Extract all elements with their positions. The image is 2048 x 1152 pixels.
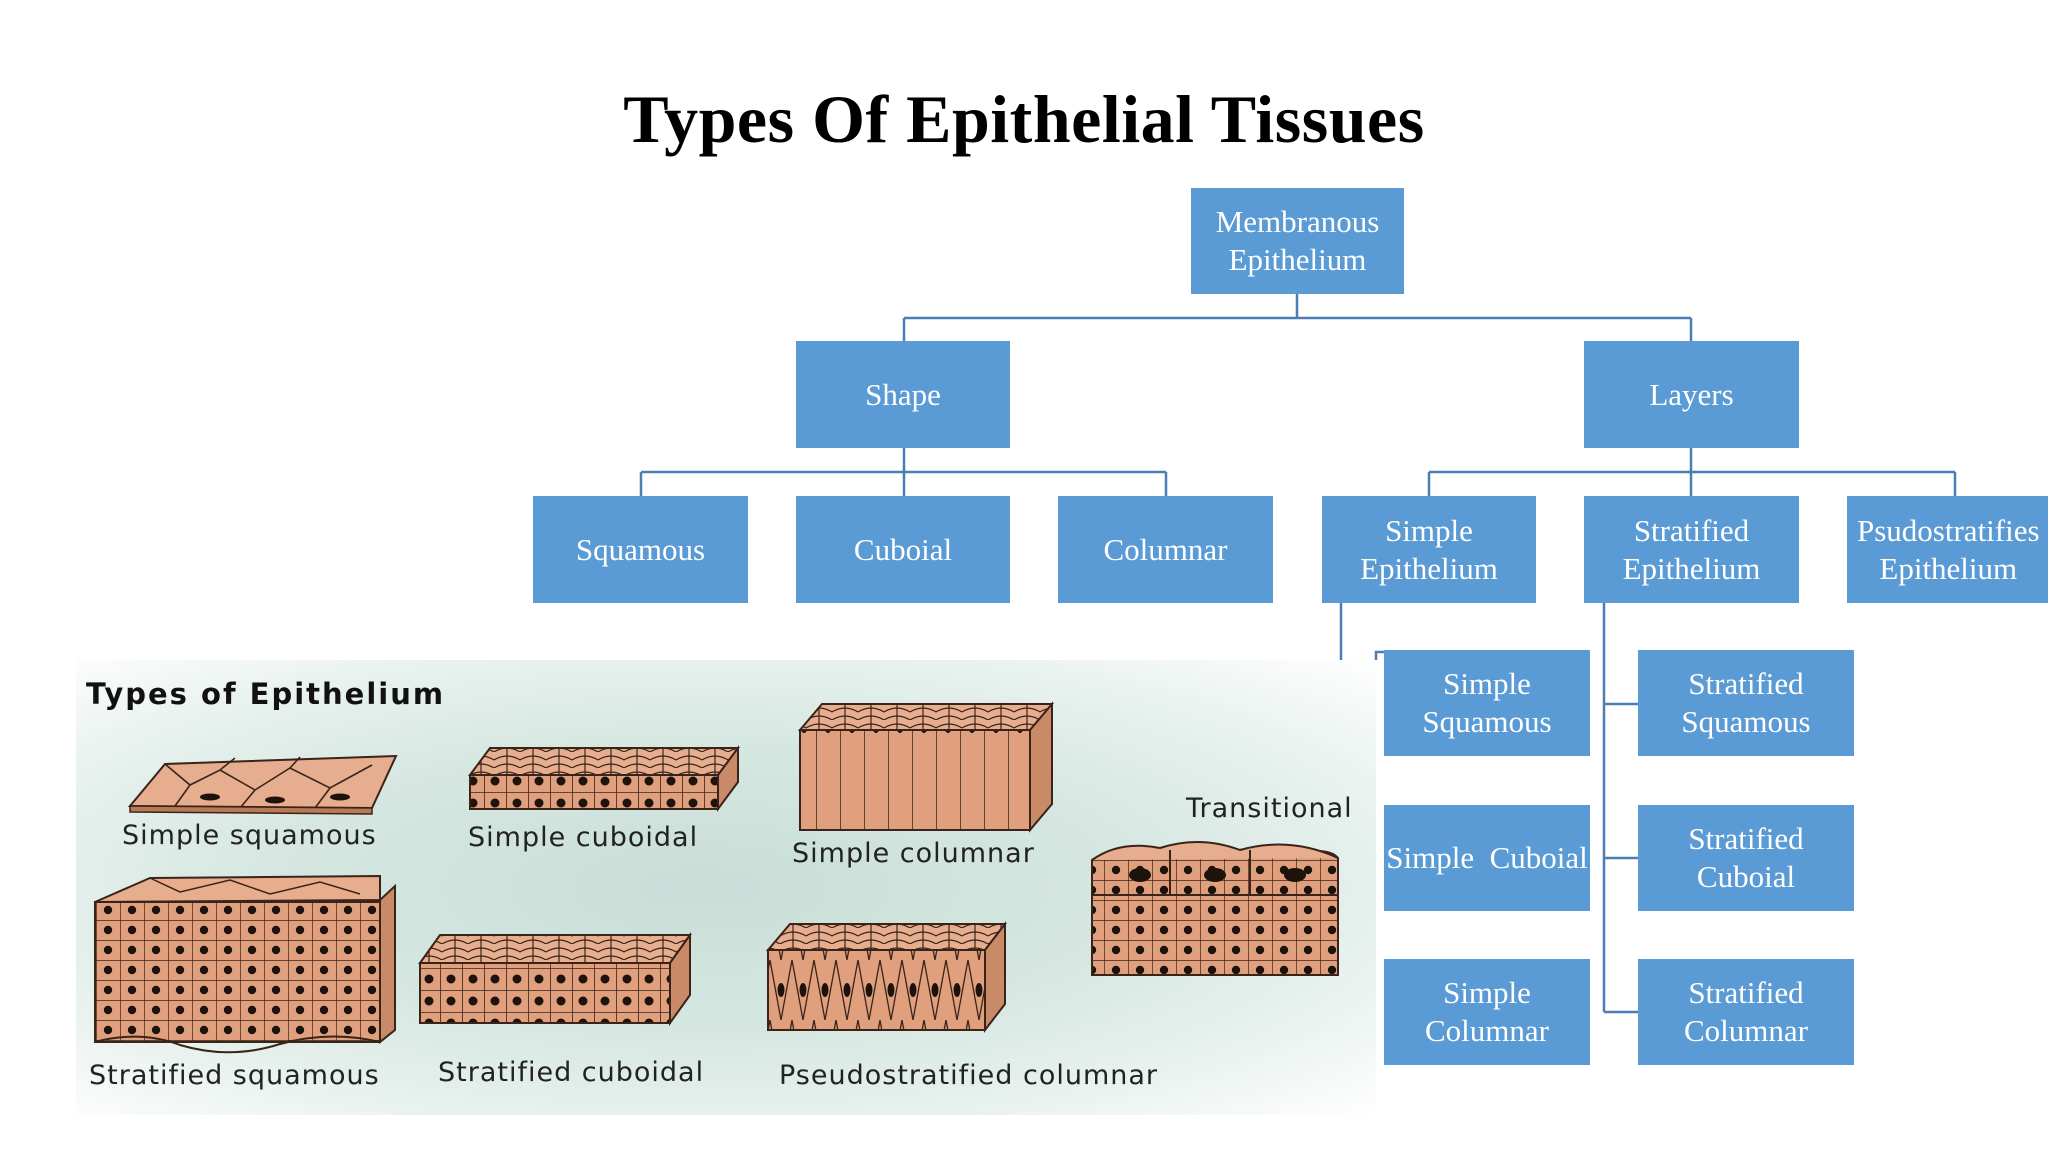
transitional-drawing (1091, 841, 1339, 976)
label-pseudostratified-columnar: Pseudostratified columnar (779, 1060, 1159, 1091)
box-columnar: Columnar (1058, 496, 1273, 603)
box-shape: Shape (796, 341, 1010, 448)
box-stratified-squamous: Stratified Squamous (1638, 650, 1854, 756)
page-title: Types Of Epithelial Tissues (623, 81, 1425, 157)
simple-columnar-drawing (797, 701, 1055, 833)
label-stratified-squamous: Stratified squamous (89, 1060, 380, 1091)
box-stratified-columnar: Stratified Columnar (1638, 959, 1854, 1065)
box-simple-squamous: Simple Squamous (1384, 650, 1590, 756)
box-simple-columnar: Simple Columnar (1384, 959, 1590, 1065)
box-squamous: Squamous (533, 496, 748, 603)
label-stratified-cuboidal: Stratified cuboidal (438, 1057, 705, 1088)
stratified-squamous-drawing (94, 874, 396, 1054)
label-transitional: Transitional (1186, 793, 1353, 824)
label-simple-columnar: Simple columnar (792, 838, 1035, 869)
box-pseudostratified-epithelium: Psudostratifies Epithelium (1847, 496, 2048, 603)
box-stratified-epithelium: Stratified Epithelium (1584, 496, 1799, 603)
box-simple-epithelium: Simple Epithelium (1322, 496, 1536, 603)
label-simple-cuboidal: Simple cuboidal (468, 822, 699, 853)
box-membranous-epithelium: Membranous Epithelium (1191, 188, 1404, 294)
box-layers: Layers (1584, 341, 1799, 448)
simple-squamous-drawing (127, 754, 398, 815)
label-simple-squamous: Simple squamous (122, 820, 377, 851)
simple-cuboidal-drawing (468, 744, 740, 813)
box-stratified-cuboial: Stratified Cuboial (1638, 805, 1854, 911)
box-simple-cuboial: Simple Cuboial (1384, 805, 1590, 911)
stratified-cuboidal-drawing (418, 931, 692, 1027)
pseudostratified-columnar-drawing (765, 921, 1008, 1033)
box-cuboial: Cuboial (796, 496, 1010, 603)
illustration-title: Types of Epithelium (86, 677, 446, 711)
